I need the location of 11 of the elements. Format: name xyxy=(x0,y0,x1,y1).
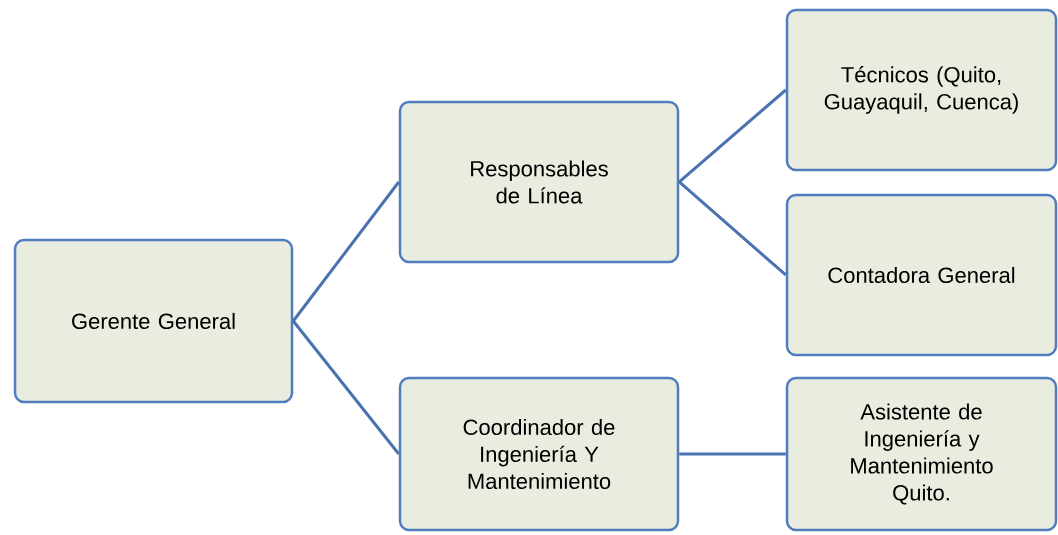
connector-line xyxy=(678,180,787,277)
org-box: Coordinador de Ingeniería Y Mantenimiento xyxy=(398,376,680,532)
connector-line xyxy=(292,181,400,322)
connector-line xyxy=(679,452,786,456)
connector-line xyxy=(292,320,400,455)
connector-line xyxy=(678,88,787,184)
org-box: Responsables de Línea xyxy=(398,100,680,264)
org-box: Técnicos (Quito, Guayaquil, Cuenca) xyxy=(785,8,1058,172)
org-box: Asistente de Ingeniería y Mantenimiento Quito. xyxy=(785,376,1058,532)
org-box: Contadora General xyxy=(785,193,1058,357)
org-box: Gerente General xyxy=(13,238,294,404)
